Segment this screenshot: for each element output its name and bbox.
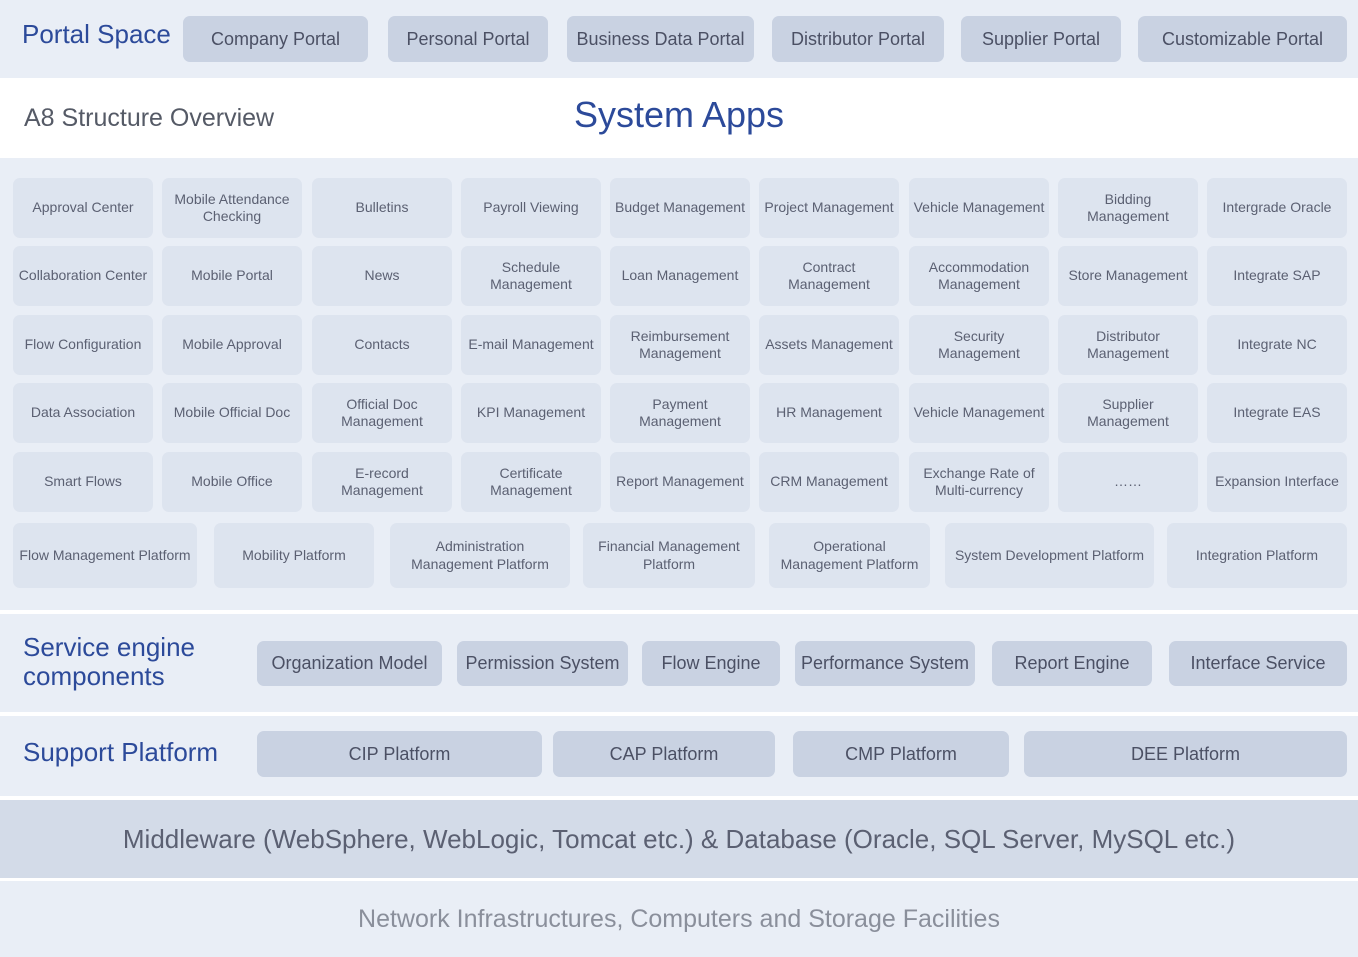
support-cmp-platform[interactable]: CMP Platform xyxy=(793,731,1009,777)
app-item[interactable]: Exchange Rate of Multi-currency xyxy=(909,452,1049,512)
app-item[interactable]: News xyxy=(312,246,452,306)
support-cap-platform[interactable]: CAP Platform xyxy=(553,731,775,777)
service-organization-model[interactable]: Organization Model xyxy=(257,641,442,686)
app-item[interactable]: Reimbursement Management xyxy=(610,315,750,375)
app-item[interactable]: Loan Management xyxy=(610,246,750,306)
app-item[interactable]: …… xyxy=(1058,452,1198,512)
portal-space-band: Portal Space Company Portal Personal Por… xyxy=(0,0,1358,78)
platform-item[interactable]: Mobility Platform xyxy=(214,523,374,588)
network-label: Network Infrastructures, Computers and S… xyxy=(358,904,1000,933)
app-item[interactable]: Supplier Management xyxy=(1058,383,1198,443)
app-item[interactable]: Payment Management xyxy=(610,383,750,443)
app-item[interactable]: Assets Management xyxy=(759,315,899,375)
app-item[interactable]: Official Doc Management xyxy=(312,383,452,443)
platform-item[interactable]: Administration Management Platform xyxy=(390,523,570,588)
app-item[interactable]: E-mail Management xyxy=(461,315,601,375)
app-item[interactable]: HR Management xyxy=(759,383,899,443)
app-item[interactable]: Payroll Viewing xyxy=(461,178,601,238)
app-item[interactable]: Intergrade Oracle xyxy=(1207,178,1347,238)
app-item[interactable]: Integrate NC xyxy=(1207,315,1347,375)
middleware-label: Middleware (WebSphere, WebLogic, Tomcat … xyxy=(122,823,1236,854)
platform-item[interactable]: Operational Management Platform xyxy=(769,523,930,588)
network-band: Network Infrastructures, Computers and S… xyxy=(0,881,1358,957)
app-item[interactable]: Mobile Office xyxy=(162,452,302,512)
service-engine-band: Service engine components Organization M… xyxy=(0,614,1358,712)
portal-business-data[interactable]: Business Data Portal xyxy=(567,16,754,62)
system-apps-title: System Apps xyxy=(573,94,785,135)
overview-title: A8 Structure Overview xyxy=(24,104,275,132)
app-item[interactable]: Mobile Portal xyxy=(162,246,302,306)
support-dee-platform[interactable]: DEE Platform xyxy=(1024,731,1347,777)
support-platform-title: Support Platform xyxy=(23,737,219,767)
app-item[interactable]: Mobile Attendance Checking xyxy=(162,178,302,238)
platform-item[interactable]: Financial Management Platform xyxy=(583,523,755,588)
app-item[interactable]: Budget Management xyxy=(610,178,750,238)
app-item[interactable]: Security Management xyxy=(909,315,1049,375)
app-item[interactable]: Integrate SAP xyxy=(1207,246,1347,306)
app-item[interactable]: Schedule Management xyxy=(461,246,601,306)
app-item[interactable]: Collaboration Center xyxy=(13,246,153,306)
app-item[interactable]: Bidding Management xyxy=(1058,178,1198,238)
app-item[interactable]: Integrate EAS xyxy=(1207,383,1347,443)
service-interface-service[interactable]: Interface Service xyxy=(1169,641,1347,686)
support-cip-platform[interactable]: CIP Platform xyxy=(257,731,542,777)
app-item[interactable]: Store Management xyxy=(1058,246,1198,306)
app-item[interactable]: CRM Management xyxy=(759,452,899,512)
app-item[interactable]: Bulletins xyxy=(312,178,452,238)
platform-item[interactable]: Flow Management Platform xyxy=(13,523,197,588)
portal-customizable[interactable]: Customizable Portal xyxy=(1138,16,1347,62)
app-item[interactable]: Flow Configuration xyxy=(13,315,153,375)
app-item[interactable]: Data Association xyxy=(13,383,153,443)
app-item[interactable]: Distributor Management xyxy=(1058,315,1198,375)
app-item[interactable]: Certificate Management xyxy=(461,452,601,512)
app-item[interactable]: Project Management xyxy=(759,178,899,238)
app-item[interactable]: Approval Center xyxy=(13,178,153,238)
app-item[interactable]: Contacts xyxy=(312,315,452,375)
app-item[interactable]: Vehicle Management xyxy=(909,178,1049,238)
portal-distributor[interactable]: Distributor Portal xyxy=(772,16,944,62)
app-item[interactable]: Expansion Interface xyxy=(1207,452,1347,512)
app-item[interactable]: Mobile Approval xyxy=(162,315,302,375)
app-item[interactable]: Contract Management xyxy=(759,246,899,306)
service-performance-system[interactable]: Performance System xyxy=(795,641,975,686)
portal-company[interactable]: Company Portal xyxy=(183,16,368,62)
app-item[interactable]: Vehicle Management xyxy=(909,383,1049,443)
app-item[interactable]: Mobile Official Doc xyxy=(162,383,302,443)
service-report-engine[interactable]: Report Engine xyxy=(992,641,1152,686)
app-item[interactable]: Smart Flows xyxy=(13,452,153,512)
app-item[interactable]: KPI Management xyxy=(461,383,601,443)
overview-header: A8 Structure Overview System Apps xyxy=(0,78,1358,158)
service-engine-title: Service engine components xyxy=(23,632,195,691)
portal-supplier[interactable]: Supplier Portal xyxy=(961,16,1121,62)
service-flow-engine[interactable]: Flow Engine xyxy=(642,641,780,686)
portal-personal[interactable]: Personal Portal xyxy=(388,16,548,62)
service-permission-system[interactable]: Permission System xyxy=(457,641,628,686)
support-platform-band: Support Platform CIP Platform CAP Platfo… xyxy=(0,716,1358,796)
app-item[interactable]: E-record Management xyxy=(312,452,452,512)
platform-item[interactable]: Integration Platform xyxy=(1167,523,1347,588)
app-item[interactable]: Accommodation Management xyxy=(909,246,1049,306)
middleware-band: Middleware (WebSphere, WebLogic, Tomcat … xyxy=(0,800,1358,878)
app-item[interactable]: Report Management xyxy=(610,452,750,512)
portal-space-title: Portal Space xyxy=(22,19,171,49)
platform-item[interactable]: System Development Platform xyxy=(945,523,1154,588)
